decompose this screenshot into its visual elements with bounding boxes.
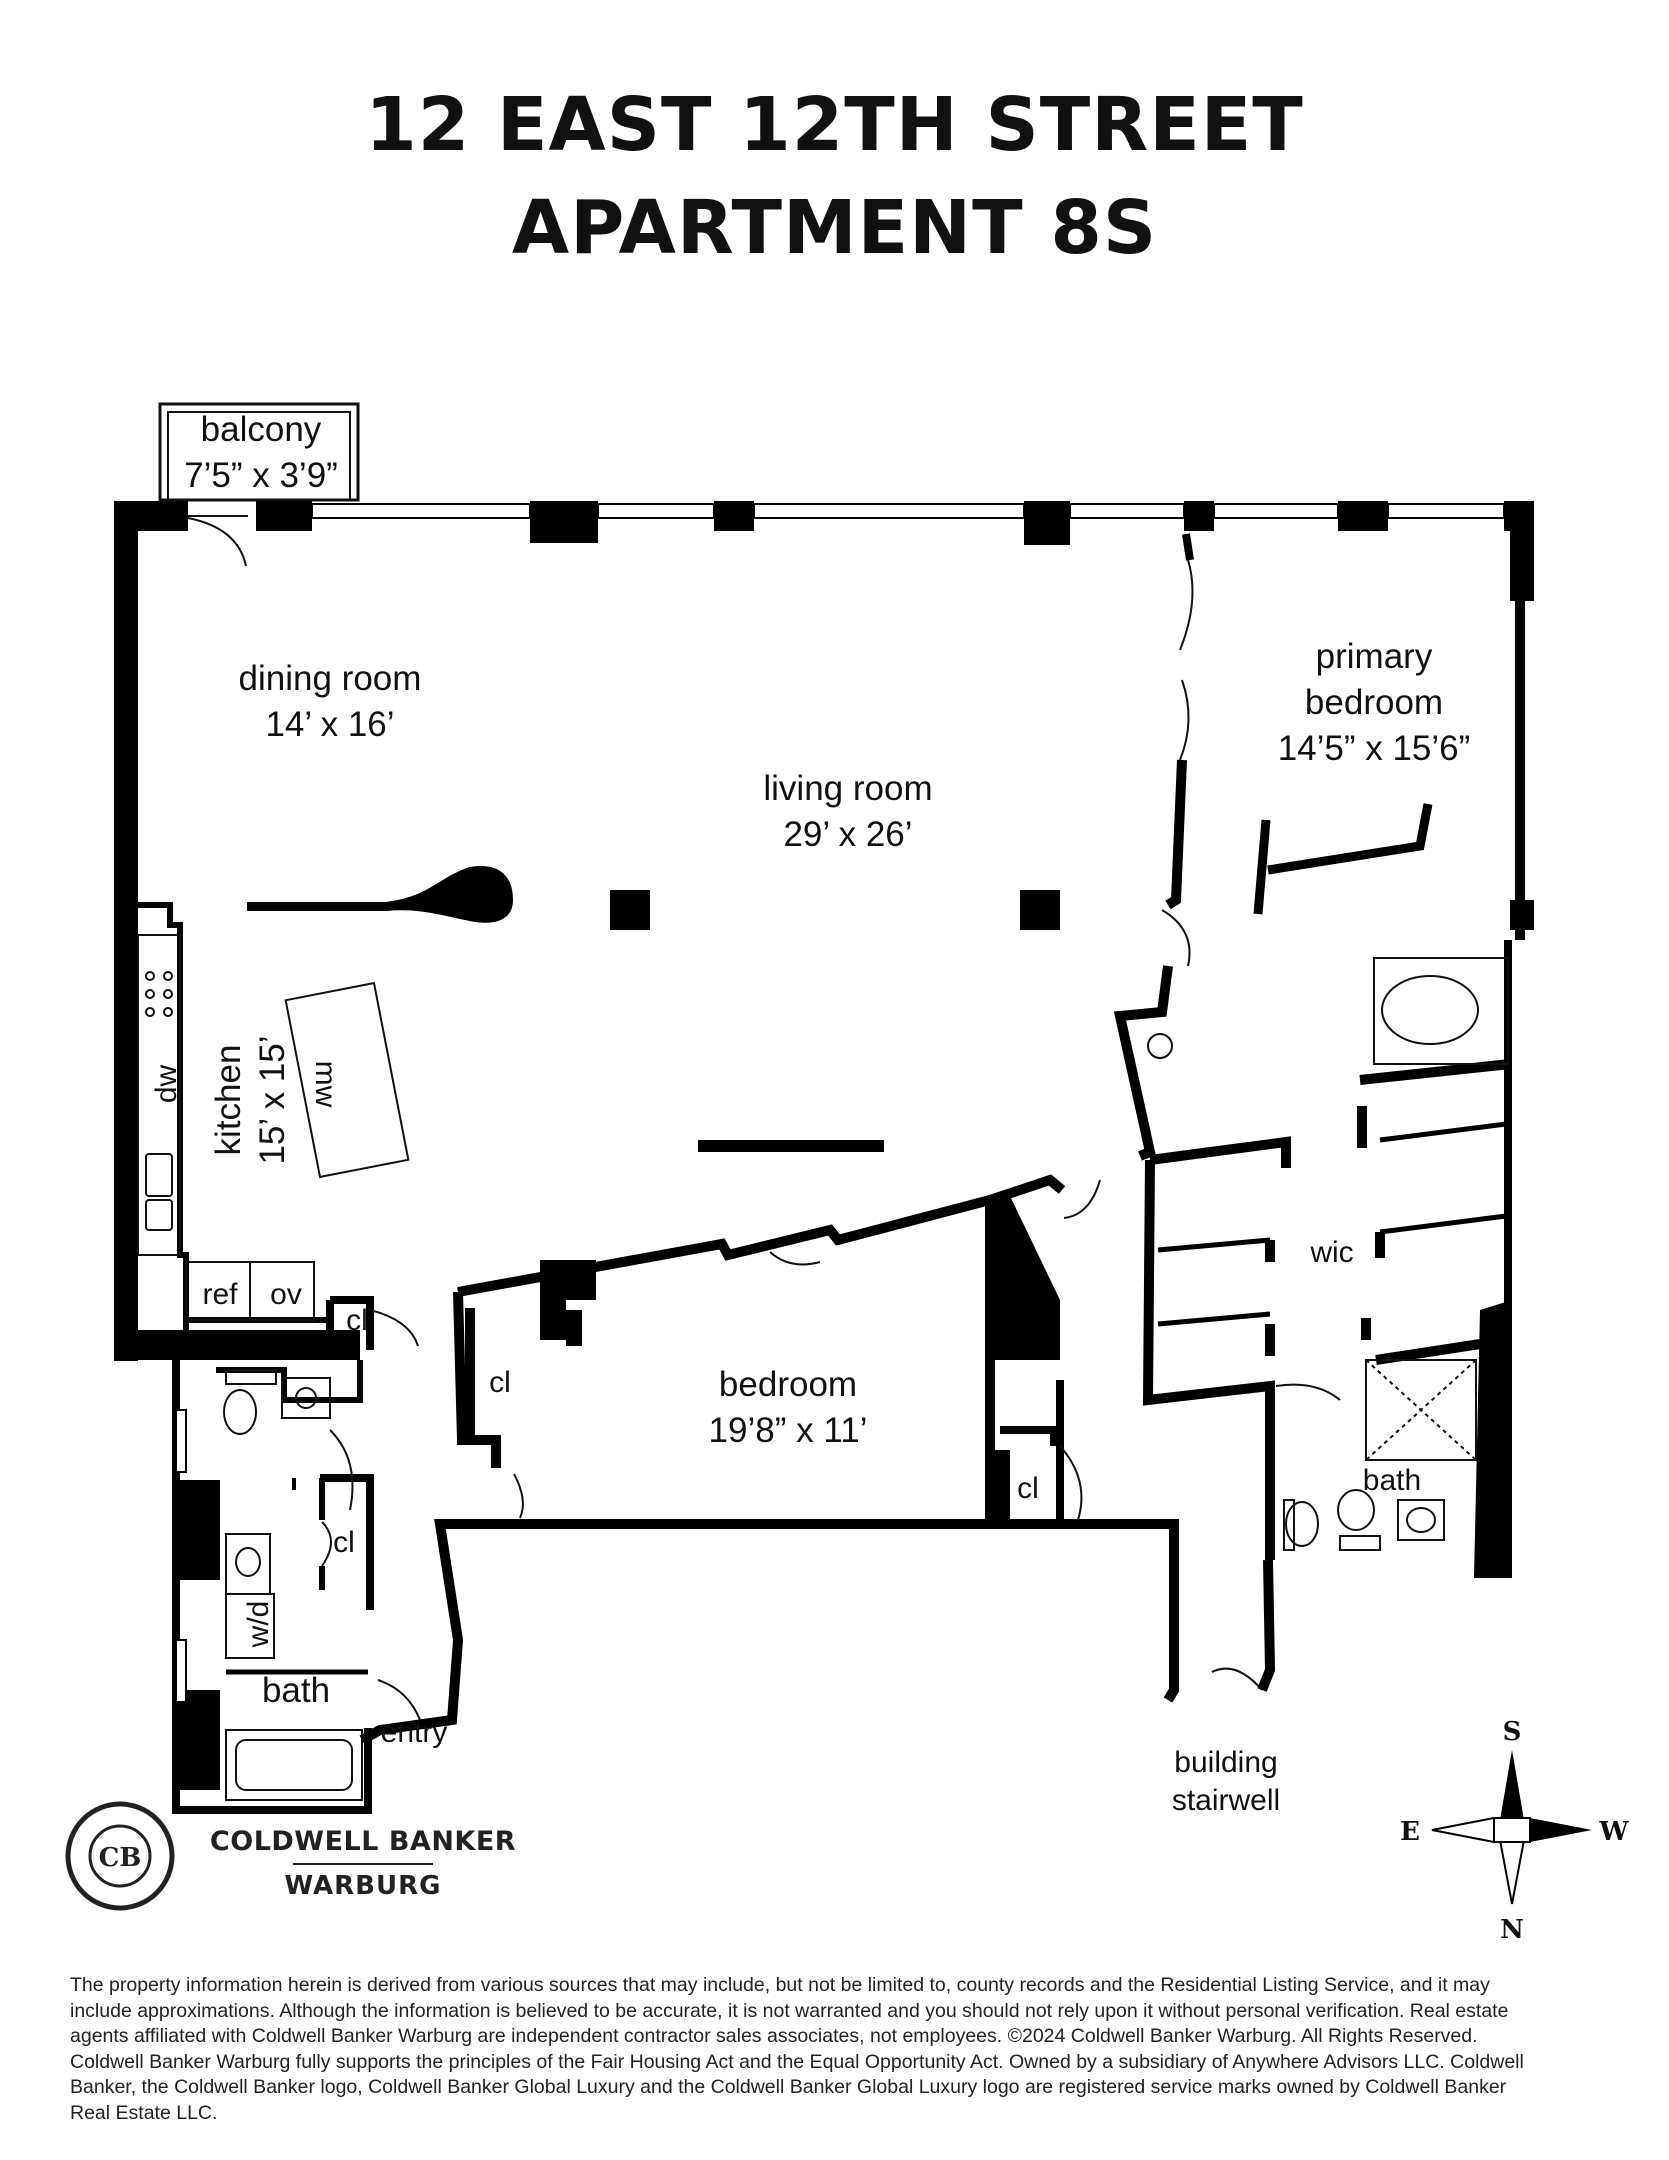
title-street: 12 EAST 12TH STREET (365, 82, 1304, 168)
bedroom-label: bedroom (719, 1365, 857, 1404)
primary-bedroom-dims: 14’5” x 15’6” (1278, 729, 1471, 768)
doors (321, 559, 1341, 1721)
brand-wordmark: COLDWELL BANKER WARBURG (198, 1826, 528, 1901)
stairwell-label-1: building (1174, 1746, 1277, 1779)
dining-room-dims: 14’ x 16’ (265, 705, 394, 744)
compass-south: S (1503, 1717, 1522, 1747)
title-apartment: APARTMENT 8S (511, 185, 1158, 271)
svg-text:CB: CB (99, 1843, 142, 1873)
compass-west: W (1598, 1817, 1629, 1847)
fixture-labels: dw mw ref ov w/d cl cl cl cl (150, 1061, 1039, 1649)
hall-bath-label: bath (262, 1671, 330, 1710)
closet-label-kitchen: cl (346, 1304, 368, 1337)
compass-rose: S N E W (1400, 1717, 1629, 1945)
closet-label-hall: cl (333, 1526, 355, 1559)
closet-label-bedroom-2: cl (1017, 1472, 1039, 1505)
compass-north: N (1500, 1915, 1524, 1945)
refrigerator-label: ref (202, 1278, 238, 1311)
bedroom-dims: 19’8” x 11’ (709, 1411, 868, 1450)
living-room-label: living room (763, 769, 932, 808)
wic-label: wic (1309, 1236, 1353, 1269)
primary-bedroom-label-2: bedroom (1305, 683, 1443, 722)
microwave-label: mw (309, 1061, 342, 1108)
dishwasher-label: dw (150, 1064, 183, 1103)
coldwell-banker-logo-icon: CB (65, 1801, 175, 1911)
entry-label: entry (381, 1716, 448, 1749)
balcony (158, 402, 360, 567)
primary-bedroom-label-1: primary (1316, 637, 1433, 676)
legal-disclaimer: The property information herein is deriv… (70, 1974, 1524, 2124)
windows (175, 503, 1505, 1703)
compass-east: E (1400, 1817, 1420, 1847)
kitchen-dims: 15’ x 15’ (253, 1035, 292, 1164)
balcony-dims: 7’5” x 3’9” (184, 456, 338, 495)
room-labels: balcony 7’5” x 3’9” dining room 14’ x 16… (184, 410, 1470, 1817)
living-room-dims: 29’ x 26’ (783, 815, 912, 854)
primary-bath-label: bath (1363, 1464, 1421, 1497)
wall-lines (138, 530, 1525, 1814)
stairwell-label-2: stairwell (1172, 1784, 1280, 1817)
fixtures (137, 934, 1509, 1801)
kitchen-label: kitchen (209, 1045, 248, 1156)
balcony-label: balcony (201, 410, 322, 449)
closet-label-bedroom: cl (489, 1366, 511, 1399)
washer-dryer-label: w/d (242, 1601, 275, 1649)
brand-name: COLDWELL BANKER (209, 1826, 517, 1857)
brand-divider (293, 1863, 433, 1865)
dining-room-label: dining room (239, 659, 422, 698)
oven-label: ov (270, 1278, 302, 1311)
brand-office: WARBURG (284, 1871, 442, 1901)
